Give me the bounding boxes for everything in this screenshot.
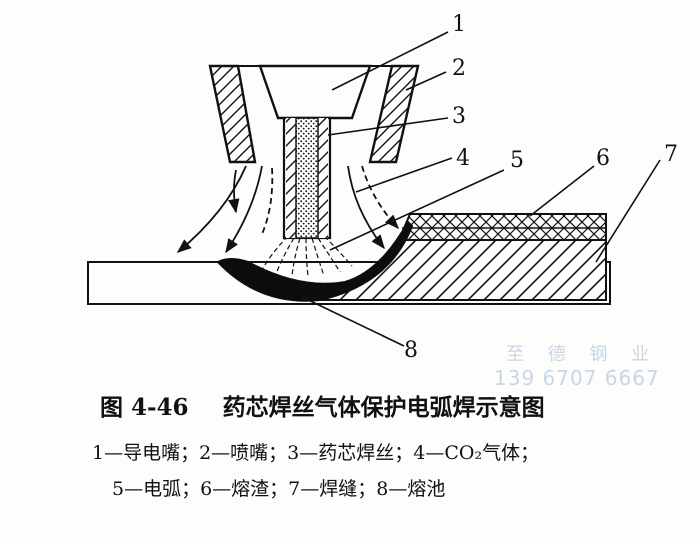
callout-1: 1	[452, 12, 466, 37]
flux-cored-wire	[282, 116, 332, 240]
leader-lines	[299, 31, 661, 347]
callout-6: 6	[596, 146, 610, 171]
callout-8: 8	[404, 338, 418, 363]
co2-gas-flow	[176, 165, 399, 254]
figure-title-line: 图 4-46 药芯焊丝气体保护电弧焊示意图	[100, 388, 545, 422]
figure-number: 图 4-46	[100, 394, 189, 421]
callout-7: 7	[664, 142, 678, 167]
callout-3: 3	[452, 104, 466, 129]
callout-5: 5	[510, 148, 524, 173]
welding-diagram	[87, 31, 661, 347]
callout-4: 4	[456, 146, 470, 171]
contact-tip	[258, 64, 372, 120]
legend-line-2: 5—电弧；6—熔渣；7—焊缝；8—熔池	[112, 478, 446, 500]
legend-line-1: 1—导电嘴；2—喷嘴；3—药芯焊丝；4—CO₂气体；	[92, 442, 540, 464]
callout-2: 2	[452, 56, 466, 81]
watermark-name: 至 德 钢 业	[506, 344, 659, 365]
molten-pool	[216, 220, 414, 302]
figure-title: 药芯焊丝气体保护电弧焊示意图	[222, 394, 545, 421]
watermark-phone: 139 6707 6667	[494, 366, 660, 390]
slag-layer	[397, 213, 607, 241]
